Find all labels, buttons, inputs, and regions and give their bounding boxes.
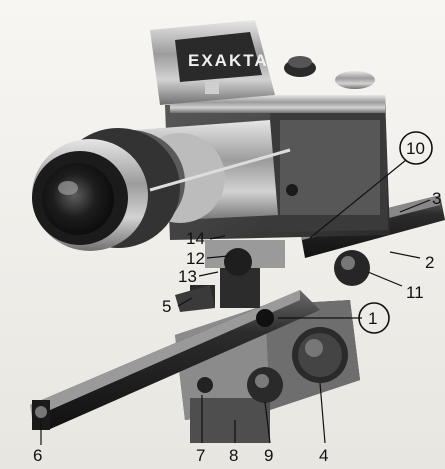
callout-circle-10: [399, 131, 433, 165]
callout-label-4: 4: [319, 446, 328, 465]
rail-front: [30, 290, 320, 430]
callout-label-10: 10: [406, 139, 425, 158]
rewind-knob: [335, 71, 375, 89]
callout-label-12: 12: [186, 249, 205, 268]
callout-label-8: 8: [229, 446, 238, 465]
lens-front-element: [42, 163, 114, 235]
callout-label-13: 13: [178, 267, 197, 286]
rail-screw: [256, 309, 274, 327]
camera-brand-label: EXAKTA: [188, 51, 269, 70]
callout-label-2: 2: [425, 253, 434, 272]
callout-label-14: 14: [186, 229, 205, 248]
rail-end-stop: [35, 406, 47, 418]
tripod-socket: [197, 377, 213, 393]
callout-label-7: 7: [196, 446, 205, 465]
callout-label-9: 9: [264, 446, 273, 465]
callout-label-3: 3: [432, 189, 441, 208]
camera-carriage: [175, 240, 285, 312]
lens-assembly: [32, 120, 278, 251]
cable-rod: [149, 148, 291, 192]
large-focusing-knob: [292, 327, 348, 383]
callout-label-5: 5: [162, 297, 171, 316]
callout-label-6: 6: [33, 446, 42, 465]
rear-clamp-knob: [334, 250, 370, 286]
callout-label-1: 1: [368, 309, 377, 328]
callout-label-11: 11: [406, 283, 424, 302]
small-locking-knob: [247, 367, 283, 403]
callout-circle-1: [358, 302, 390, 334]
callout-leader-lines: [40, 159, 431, 445]
